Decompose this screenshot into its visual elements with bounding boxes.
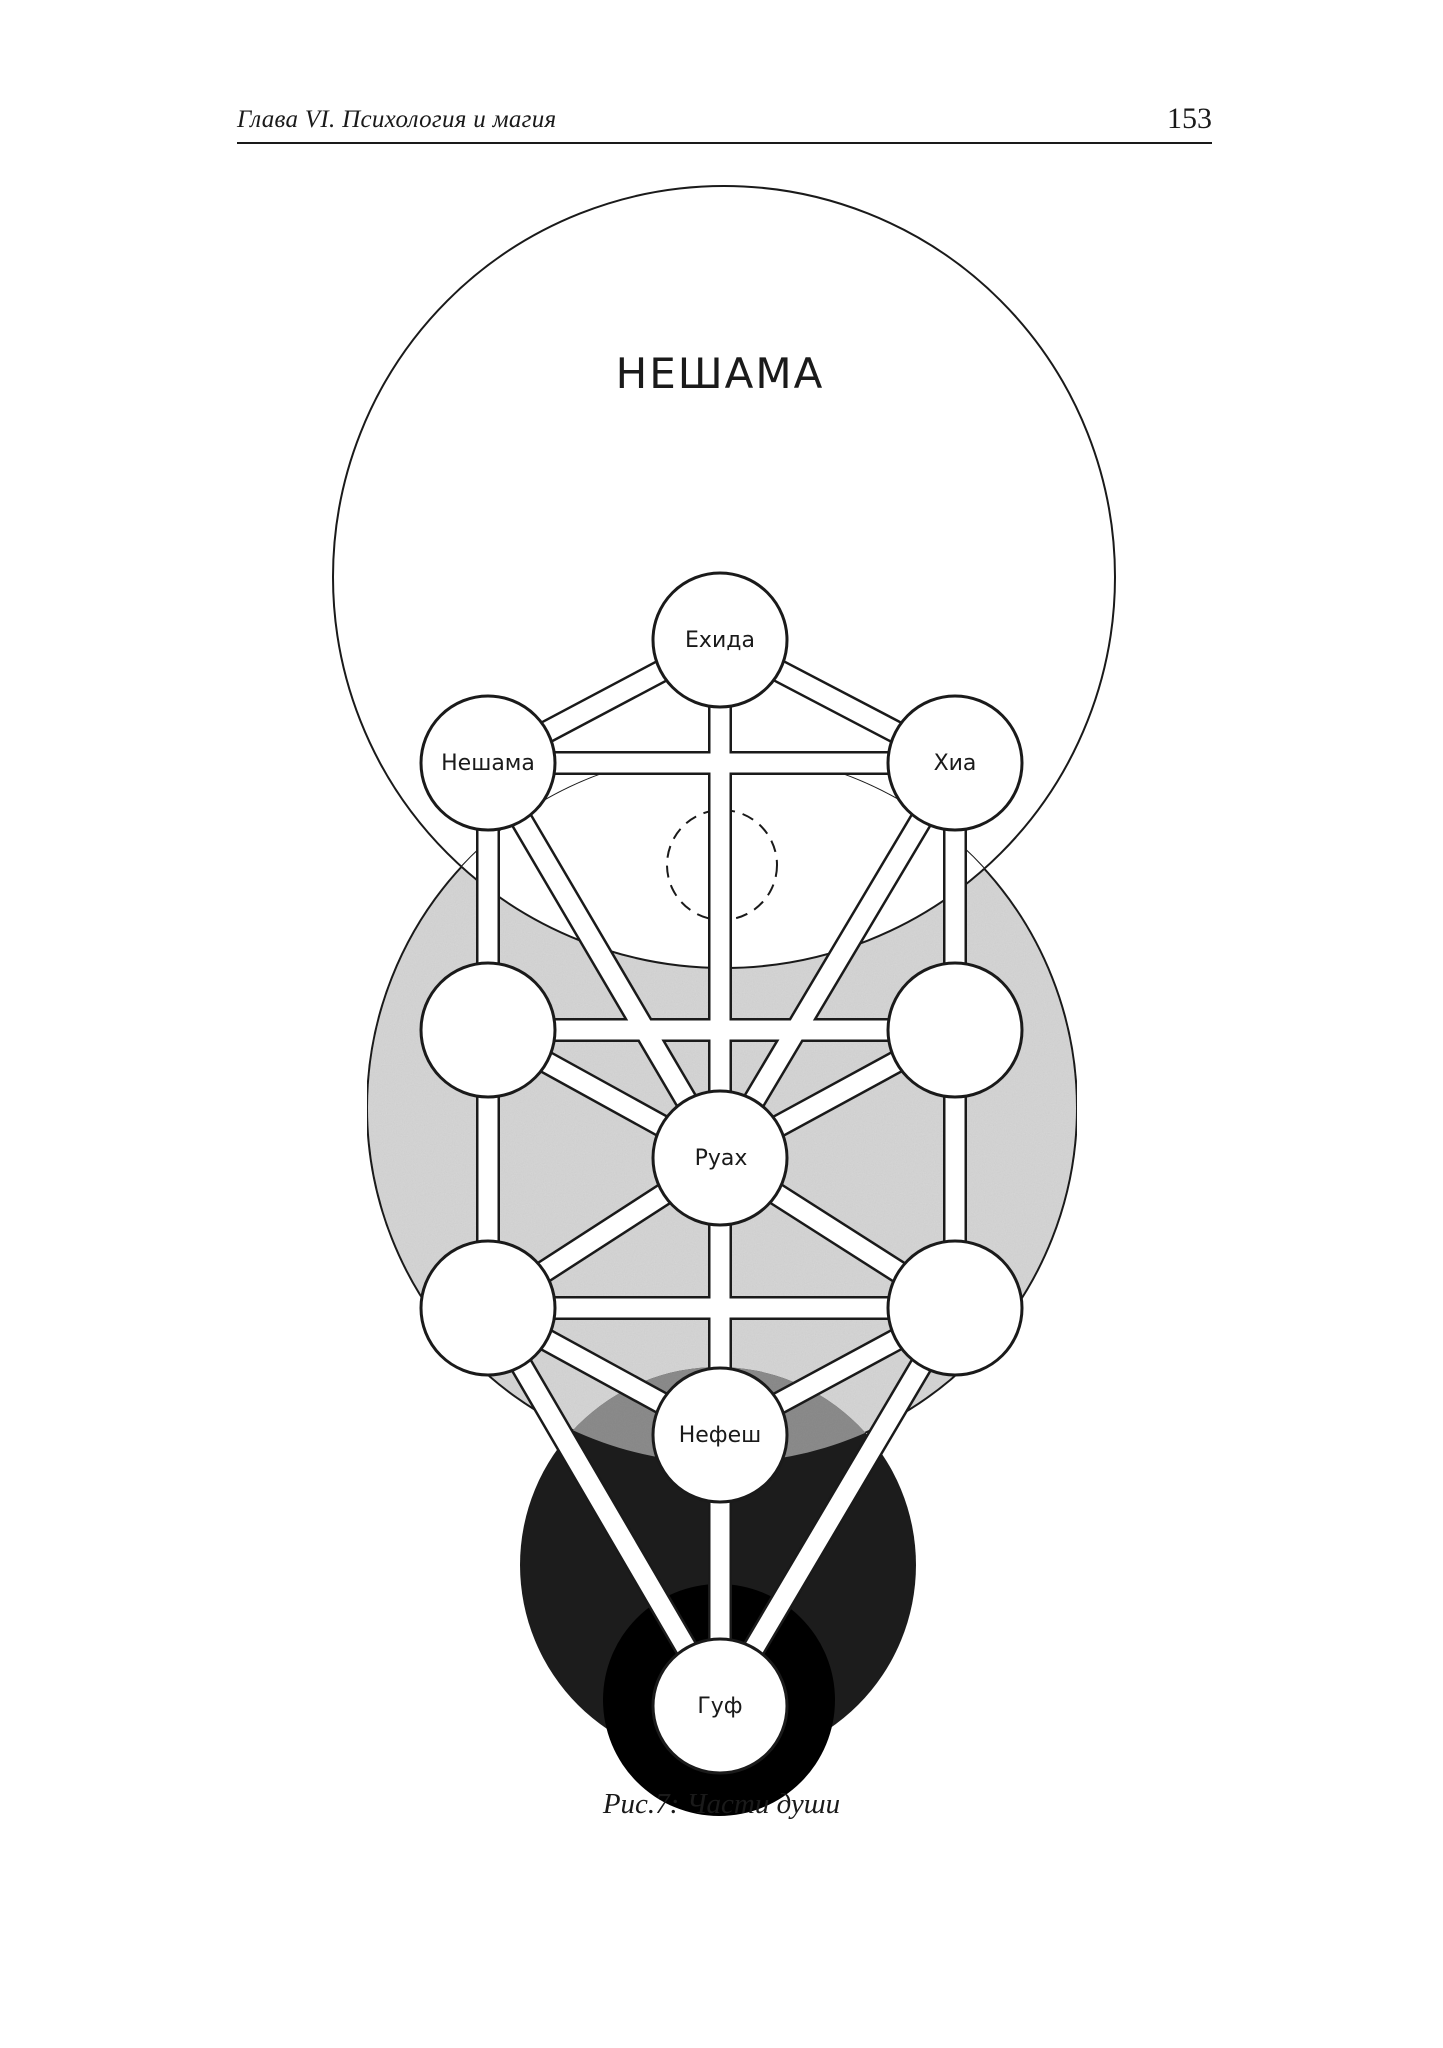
running-head: Глава VI. Психология и магия 153 <box>237 96 1212 144</box>
node-label-guf: Гуф <box>697 1694 742 1719</box>
sephiroth <box>419 571 1024 1775</box>
figure-caption: Рис.7: Части души <box>602 1788 841 1820</box>
sephira-guf <box>651 1637 789 1775</box>
sephira-nefesh <box>651 1366 789 1504</box>
path-neshama-ruach <box>479 758 729 1163</box>
node-label-neshama: Нешама <box>441 751 535 776</box>
neshama-big-label: НЕШАМА <box>616 349 825 398</box>
sephira-left2 <box>419 1239 557 1377</box>
sephira-ruach <box>651 1089 789 1227</box>
sephira-yechida <box>651 571 789 709</box>
chapter-title: Глава VI. Психология и магия <box>237 106 557 133</box>
sephira-chia <box>886 694 1024 832</box>
sephira-left1 <box>419 961 557 1099</box>
page-number: 153 <box>1167 102 1212 135</box>
path-left2-guf <box>479 1303 729 1711</box>
sephira-right2 <box>886 1239 1024 1377</box>
node-label-yechida: Ехида <box>685 628 755 653</box>
path-right2-guf <box>711 1303 964 1711</box>
node-label-chia: Хиа <box>934 751 977 776</box>
path-chia-ruach <box>711 758 964 1163</box>
sephira-neshama <box>419 694 557 832</box>
node-label-nefesh: Нефеш <box>679 1423 762 1448</box>
sephira-right1 <box>886 961 1024 1099</box>
node-label-ruach: Руах <box>695 1146 748 1171</box>
